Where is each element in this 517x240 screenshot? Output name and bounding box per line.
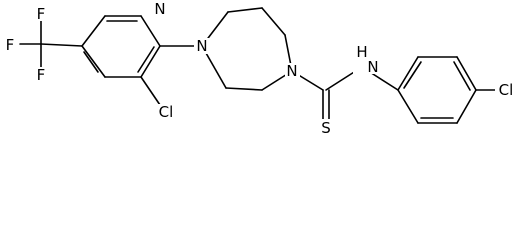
- fluorine-atom-top: F: [37, 5, 46, 23]
- fluorine-atom-left: F: [6, 36, 15, 54]
- atom-background: [353, 44, 383, 74]
- atom-background: [155, 104, 177, 120]
- atom-background: [285, 63, 300, 79]
- thione-sulfur-atom: S: [321, 119, 331, 137]
- bond: [83, 51, 99, 73]
- amide-hydrogen-atom: H: [356, 43, 367, 61]
- bond: [456, 56, 477, 91]
- diazepane-nitrogen-right: N: [286, 62, 297, 80]
- pyridine-chlorine-atom: Cl: [159, 103, 174, 121]
- bond: [140, 15, 161, 47]
- atom-background: [318, 119, 333, 136]
- bond: [81, 15, 106, 47]
- atom-background: [34, 6, 48, 21]
- bond: [456, 89, 477, 124]
- atom-background: [153, 1, 168, 17]
- bond: [261, 7, 286, 36]
- atom-background: [495, 82, 517, 98]
- bond: [397, 89, 419, 124]
- atom-background: [3, 37, 17, 52]
- molecule-structure: F F F N Cl N N H N S Cl: [3, 0, 517, 137]
- bond: [40, 43, 83, 47]
- atom-background: [194, 38, 209, 54]
- bond: [227, 7, 263, 13]
- phenyl-chlorine-atom: Cl: [499, 81, 514, 99]
- amide-nitrogen-atom: N: [367, 58, 378, 76]
- pyridine-nitrogen-atom: N: [154, 0, 165, 18]
- bond: [81, 45, 106, 78]
- bond: [140, 76, 161, 106]
- diazepane-nitrogen-left: N: [196, 37, 207, 55]
- bond: [137, 46, 155, 73]
- bond: [403, 61, 422, 89]
- atom-label-layer: F F F N Cl N N H N S Cl: [3, 0, 517, 137]
- bond: [397, 56, 419, 91]
- bond: [225, 87, 263, 91]
- bond-layer: [19, 7, 498, 124]
- bond: [140, 45, 161, 78]
- atom-background: [34, 67, 48, 82]
- fluorine-atom-bottom: F: [37, 66, 46, 84]
- bond: [453, 61, 471, 91]
